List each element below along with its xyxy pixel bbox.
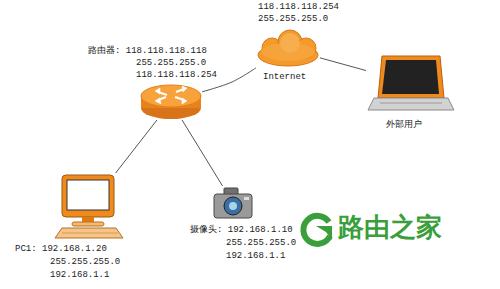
address-label: 118.118.118.254 — [258, 2, 339, 13]
desktop-pc-icon — [55, 175, 123, 238]
address-label: 118.118.118.254 — [136, 70, 217, 81]
laptop-icon — [368, 56, 454, 110]
network-link — [320, 58, 366, 71]
watermark-text: 路由之家 — [338, 212, 442, 242]
network-link — [182, 120, 223, 186]
address-label: 255.255.255.0 — [136, 58, 206, 69]
camera-icon — [214, 188, 252, 218]
watermark-logo — [303, 216, 332, 244]
address-label: 摄像头: 192.168.1.10 — [190, 225, 293, 236]
address-label: Internet — [263, 72, 306, 83]
address-label: 192.168.1.1 — [50, 270, 109, 281]
address-label: 255.255.255.0 — [258, 14, 328, 25]
device-node: PC1: 192.168.1.20255.255.255.0192.168.1.… — [54, 173, 125, 240]
network-link — [116, 120, 157, 173]
internet-cloud — [258, 30, 318, 66]
device-node: 路由器: 118.118.118.118255.255.255.0118.118… — [140, 84, 202, 120]
device-node: 摄像头: 192.168.1.10255.255.255.0192.168.1.… — [212, 186, 254, 220]
address-label: PC1: 192.168.1.20 — [15, 244, 107, 255]
router-icon — [141, 85, 201, 119]
device-node: 118.118.118.254255.255.255.0Internet — [256, 30, 320, 68]
address-label: 255.255.255.0 — [50, 257, 120, 268]
address-label: 255.255.255.0 — [226, 238, 296, 249]
address-label: 192.168.1.1 — [226, 251, 285, 262]
address-label: 外部用户 — [386, 120, 422, 131]
address-label: 路由器: 118.118.118.118 — [88, 46, 207, 57]
device-node: 外部用户 — [366, 54, 456, 112]
